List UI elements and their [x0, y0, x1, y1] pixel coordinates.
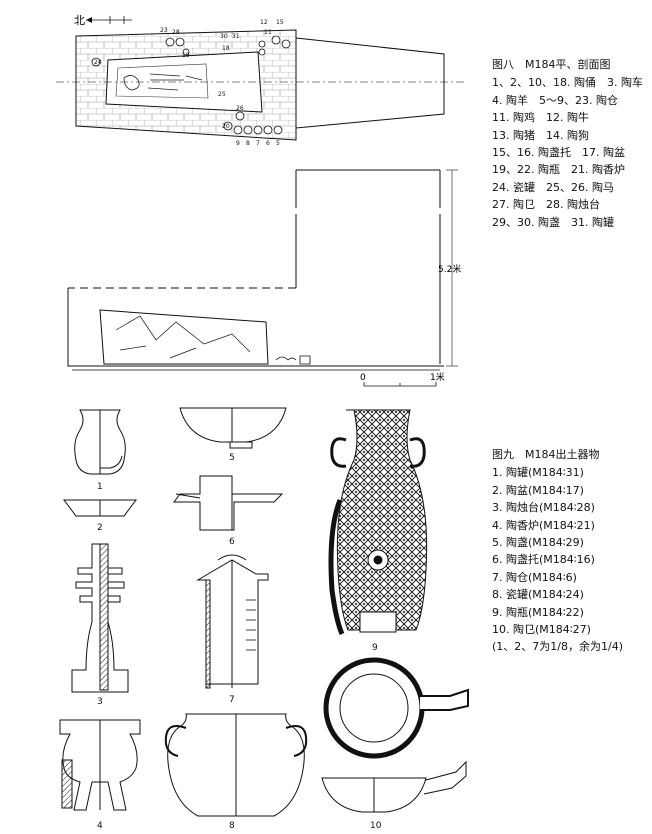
- tomb-plan: 北 23 12: [56, 14, 466, 147]
- plan-number: 15: [276, 19, 284, 26]
- artifact-label: 7: [229, 695, 235, 705]
- plan-number: 20: [222, 123, 230, 130]
- caption-line: 3. 陶烛台(M184∶28): [492, 501, 595, 515]
- caption-line: 29、30. 陶盏 31. 陶罐: [492, 215, 614, 229]
- artifact-label: 5: [229, 453, 235, 463]
- artifact-label: 9: [372, 643, 378, 653]
- plan-number: 28: [172, 29, 180, 36]
- artifact-drawings: [59, 407, 469, 817]
- artifact-label: 6: [229, 537, 235, 547]
- artifact-basin: [63, 499, 137, 517]
- caption-line: 9. 陶瓶(M184∶22): [492, 605, 584, 619]
- north-arrow-icon: [86, 16, 132, 24]
- caption-line: 2. 陶盆(M184∶17): [492, 483, 584, 497]
- caption-line: 7. 陶仓(M184∶6): [492, 570, 577, 584]
- artifact-granary: [196, 554, 269, 689]
- figure8-caption-title: 图八 M184平、剖面图: [492, 58, 611, 71]
- plan-number: 7: [256, 140, 260, 147]
- artifact-ladle-section: [321, 760, 467, 813]
- caption-line: 8. 瓷罐(M184∶24): [492, 588, 584, 602]
- plan-number: 19: [182, 52, 190, 59]
- figure8-caption: 图八 M184平、剖面图 1、2、10、18. 陶俑 3. 陶车 4. 陶羊 5…: [492, 56, 643, 231]
- caption-line: 19、22. 陶瓶 21. 陶香炉: [492, 163, 625, 177]
- plan-number: 12: [260, 19, 268, 26]
- caption-line: 5. 陶盏(M184∶29): [492, 536, 584, 550]
- plan-number: 24: [94, 59, 102, 66]
- plan-number: 11: [264, 29, 272, 36]
- figure9-caption-title: 图九 M184出土器物: [492, 448, 600, 461]
- plan-number: 18: [222, 45, 230, 52]
- plan-number: 5: [276, 140, 280, 147]
- caption-line: 6. 陶盏托(M184∶16): [492, 553, 595, 567]
- artifact-candlestick: [71, 543, 129, 693]
- plan-number: 26: [236, 105, 244, 112]
- caption-line: 27. 陶㔾 28. 陶烛台: [492, 198, 600, 212]
- caption-line: 24. 瓷罐 25、26. 陶马: [492, 180, 614, 194]
- north-label: 北: [74, 14, 85, 27]
- caption-line: 10. 陶㔾(M184∶27): [492, 623, 591, 637]
- caption-line: 4. 陶香炉(M184∶21): [492, 518, 595, 532]
- tomb-section: [67, 169, 458, 371]
- caption-line: 4. 陶羊 5～9、23. 陶仓: [492, 93, 618, 107]
- artifact-label: 3: [97, 697, 103, 707]
- artifact-label: 4: [97, 821, 103, 831]
- artifact-label: 8: [229, 821, 235, 831]
- caption-line: 13. 陶猪 14. 陶狗: [492, 128, 589, 142]
- plan-number: 31: [232, 33, 240, 40]
- artifact-label: 2: [97, 523, 103, 533]
- artifact-ladle-plan: [323, 657, 469, 759]
- artifact-vase: [328, 409, 428, 635]
- figure9-caption: 图九 M184出土器物 1. 陶罐(M184∶31) 2. 陶盆(M184∶17…: [492, 446, 623, 656]
- caption-line: 1、2、10、18. 陶俑 3. 陶车: [492, 76, 643, 90]
- plan-number: 30: [220, 33, 228, 40]
- caption-line: 11. 陶鸡 12. 陶牛: [492, 111, 589, 125]
- scale-end-label: 1米: [430, 371, 445, 383]
- artifact-cup-stand: [173, 475, 284, 531]
- scale-start-label: 0: [360, 373, 366, 383]
- scale-bar: [363, 382, 437, 387]
- plan-number: 23: [160, 27, 168, 34]
- plan-number: 9: [236, 140, 240, 147]
- artifact-jar: [74, 409, 126, 475]
- plan-number: 8: [246, 140, 250, 147]
- caption-line: 15、16. 陶盏托 17. 陶盆: [492, 146, 625, 160]
- artifact-porcelain-jar: [164, 713, 308, 817]
- plan-number: 6: [266, 140, 270, 147]
- plan-number: 25: [218, 91, 226, 98]
- artifact-censer: [59, 719, 141, 811]
- caption-line: 1. 陶罐(M184∶31): [492, 466, 584, 480]
- artifact-cup: [179, 407, 287, 449]
- artifact-label: 1: [97, 482, 103, 492]
- depth-label: 5.2米: [438, 263, 461, 275]
- artifact-label: 10: [370, 821, 382, 831]
- caption-line: (1、2、7为1/8，余为1/4): [492, 640, 623, 654]
